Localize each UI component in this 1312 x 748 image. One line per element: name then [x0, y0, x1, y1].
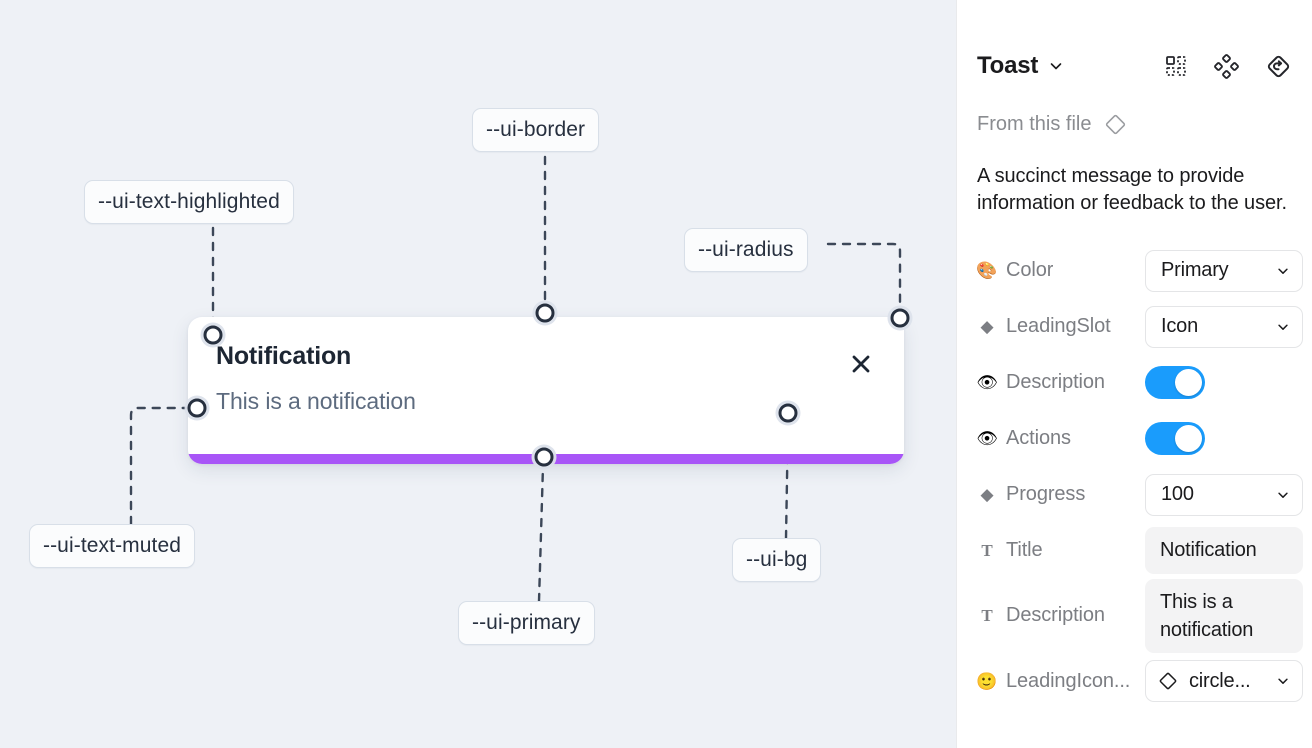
diamond-component-icon: [1157, 670, 1179, 692]
component-description: A succinct message to provide informatio…: [977, 165, 1287, 214]
anchor-dot-ui-radius[interactable]: [890, 308, 910, 328]
property-control-title: Notification: [1145, 527, 1303, 574]
property-name-color: Color: [1006, 259, 1054, 282]
property-row-title: T Title Notification: [977, 523, 1303, 579]
color-select[interactable]: Primary: [1145, 249, 1303, 292]
property-row-leadingicon: 🙂 LeadingIcon... circle...: [976, 653, 1303, 709]
property-label-actions-toggle: 👁 Actions: [976, 427, 1145, 450]
description-text-value: This is a notification: [1160, 590, 1254, 641]
toggle-knob: [1175, 369, 1202, 397]
text-type-icon: T: [981, 606, 993, 626]
property-row-leadingslot: ◆ LeadingSlot Icon: [977, 299, 1303, 355]
panel-header-icons: [1164, 53, 1292, 80]
toggle-knob: [1175, 425, 1202, 453]
toast-component-preview[interactable]: Notification This is a notification: [188, 317, 904, 464]
chevron-down-icon: [1268, 488, 1290, 502]
anchor-dot-ui-border[interactable]: [535, 303, 555, 323]
property-name-leadingicon: LeadingIcon...: [1006, 669, 1131, 692]
property-control-description-text: This is a notification: [1145, 578, 1303, 654]
connector-ui-text-muted: [129, 406, 192, 526]
property-name-leadingslot: LeadingSlot: [1006, 315, 1111, 338]
title-text-value: Notification: [1160, 539, 1257, 562]
property-label-progress: ◆ Progress: [977, 483, 1145, 506]
leadingslot-select[interactable]: Icon: [1145, 305, 1303, 348]
property-control-leadingslot: Icon: [1145, 305, 1303, 348]
close-x-icon[interactable]: [844, 347, 878, 381]
property-name-title: Title: [1006, 539, 1043, 562]
chevron-down-icon: [1268, 674, 1290, 688]
chevron-down-icon: [1268, 264, 1290, 278]
chevron-down-icon: [1268, 320, 1290, 334]
property-control-description-toggle: [1145, 366, 1292, 400]
connector-ui-radius: [826, 242, 902, 313]
property-label-title: T Title: [977, 539, 1145, 562]
property-row-description-text: T Description This is a notification: [977, 578, 1303, 654]
token-label-ui-bg[interactable]: --ui-bg: [732, 538, 822, 582]
property-control-leadingicon: circle...: [1145, 660, 1303, 703]
connector-ui-primary: [537, 464, 545, 603]
property-name-description-toggle: Description: [1006, 371, 1105, 394]
leadingicon-select-value: circle...: [1189, 669, 1251, 692]
actions-toggle[interactable]: [1145, 422, 1205, 456]
description-text-input[interactable]: This is a notification: [1145, 578, 1303, 654]
eye-emoji-icon: 👁: [976, 373, 998, 393]
property-row-actions-toggle: 👁 Actions: [976, 411, 1292, 467]
component-set-icon[interactable]: [1214, 53, 1239, 79]
diamond-filled-icon: ◆: [980, 485, 994, 505]
eye-emoji-icon: 👁: [976, 429, 998, 449]
property-label-color: 🎨 Color: [976, 259, 1145, 282]
progress-select[interactable]: 100: [1145, 473, 1303, 516]
panel-header: Toast: [977, 52, 1292, 80]
design-canvas[interactable]: --ui-text-highlighted --ui-border --ui-r…: [0, 0, 956, 748]
property-label-description-text: T Description: [977, 604, 1145, 627]
property-control-progress: 100: [1145, 473, 1303, 516]
token-label-ui-border[interactable]: --ui-border: [472, 108, 600, 152]
chevron-down-icon[interactable]: [1048, 58, 1064, 74]
token-label-ui-text-highlighted[interactable]: --ui-text-highlighted: [84, 180, 294, 224]
property-row-color: 🎨 Color Primary: [976, 243, 1303, 299]
toast-body: Notification This is a notification: [188, 317, 904, 414]
property-row-description-toggle: 👁 Description: [976, 355, 1292, 411]
from-this-file-row[interactable]: From this file: [977, 112, 1292, 137]
property-row-progress: ◆ Progress 100: [977, 467, 1303, 523]
text-type-icon: T: [981, 541, 993, 561]
leadingslot-select-value: Icon: [1161, 315, 1199, 338]
property-name-progress: Progress: [1006, 483, 1086, 506]
anchor-dot-ui-bg[interactable]: [778, 403, 798, 423]
panel-title: Toast: [977, 52, 1039, 79]
property-label-description-toggle: 👁 Description: [976, 371, 1145, 394]
leadingicon-select[interactable]: circle...: [1145, 660, 1303, 703]
title-text-input[interactable]: Notification: [1145, 527, 1303, 574]
property-label-leadingslot: ◆ LeadingSlot: [977, 315, 1145, 338]
from-this-file-label: From this file: [977, 113, 1092, 135]
token-label-ui-text-muted[interactable]: --ui-text-muted: [29, 524, 196, 568]
toast-description: This is a notification: [216, 387, 416, 414]
anchor-dot-ui-text-muted[interactable]: [187, 398, 207, 418]
anchor-dot-ui-primary[interactable]: [534, 447, 554, 467]
property-name-actions-toggle: Actions: [1006, 427, 1071, 450]
property-control-color: Primary: [1145, 249, 1303, 292]
property-control-actions-toggle: [1145, 422, 1292, 456]
toast-title: Notification: [216, 342, 352, 370]
property-name-description-text: Description: [1006, 604, 1105, 627]
palette-emoji-icon: 🎨: [976, 261, 998, 281]
diamond-component-icon: [1103, 112, 1128, 137]
component-properties-list: 🎨 Color Primary: [976, 243, 1303, 710]
reset-instance-icon[interactable]: [1265, 53, 1292, 80]
progress-select-value: 100: [1161, 483, 1194, 506]
description-toggle[interactable]: [1145, 366, 1205, 400]
smiley-emoji-icon: 🙂: [976, 671, 998, 691]
anchor-dot-ui-text-highlighted[interactable]: [203, 325, 223, 345]
properties-panel: Toast: [956, 0, 1312, 748]
color-select-value: Primary: [1161, 259, 1229, 282]
property-label-leadingicon: 🙂 LeadingIcon...: [976, 669, 1145, 693]
diamond-filled-icon: ◆: [980, 317, 994, 337]
token-label-ui-radius[interactable]: --ui-radius: [684, 228, 808, 272]
variants-grid-icon[interactable]: [1164, 54, 1188, 78]
token-label-ui-primary[interactable]: --ui-primary: [458, 601, 595, 645]
